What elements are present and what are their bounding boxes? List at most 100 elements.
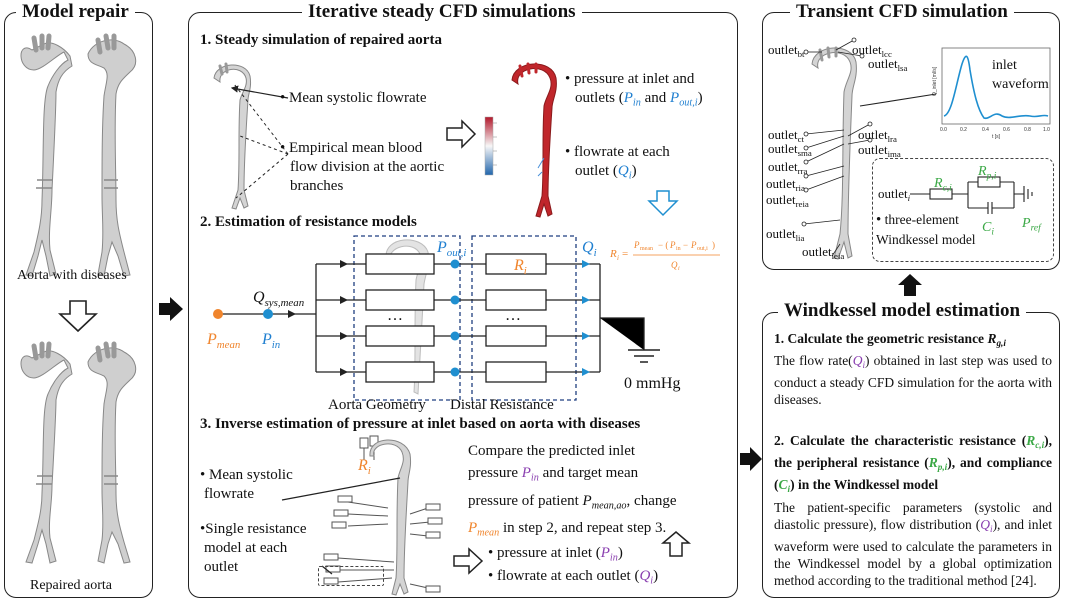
step1-out-pressure-l2-prefix: outlets ( — [575, 90, 624, 106]
x-tick-0: 0.0 — [940, 127, 947, 133]
resistance-circuit — [213, 235, 660, 401]
label-r-i: Ri — [514, 257, 527, 277]
wk-label-outlet-i: outleti — [878, 186, 911, 204]
outlet-label-bt: outletbt — [768, 42, 805, 60]
wk-p1-body-1: The flow rate( — [774, 353, 853, 369]
step3-heading: 3. Inverse estimation of pressure at inl… — [200, 416, 641, 432]
windkessel-circuit-box — [872, 158, 1054, 262]
step3-bullet-single: •Single resistance model at each outlet — [200, 521, 307, 575]
wk-p2-heading-1: 2. Calculate the characteristic resistan… — [774, 433, 1027, 448]
wk-p2-heading-4: ) in the Windkessel model — [790, 477, 939, 493]
wk-label-rc: Rc,i — [934, 176, 952, 194]
step3-compare-text: Compare the predicted inlet pressure Pin… — [468, 440, 677, 545]
outlet-label-lcc: outletlcc — [852, 42, 892, 60]
step1-out-pressure-suffix: ) — [697, 90, 703, 106]
step1-bullet-division: • Empirical mean blood flow division at … — [280, 140, 445, 194]
wk-label-c: Ci — [982, 220, 994, 238]
panel-title-windkessel: Windkessel model estimation — [778, 300, 1027, 322]
sym-p-in-step3: Pin — [521, 465, 539, 484]
svg-text:i: i — [617, 254, 619, 262]
step1-bullet-flowrate: • Mean systolic flowrate — [280, 90, 427, 106]
x-tick-1: 0.2 — [960, 127, 967, 133]
ellipsis-aorta: … — [387, 307, 403, 324]
outlet-label-ima: outletima — [858, 142, 901, 160]
label-repaired-aorta: Repaired aorta — [30, 578, 113, 593]
svg-text:P: P — [633, 240, 640, 250]
ellipsis-distal: … — [505, 307, 521, 324]
resistance-formula: R i = P mean − ( P in − P out,i ) Q i — [609, 240, 720, 272]
step1-bullet-flowrate-text: Mean systolic flowrate — [289, 90, 427, 106]
label-p-in: Pin — [262, 331, 281, 351]
outlet-label-sma: outletsma — [768, 141, 812, 159]
wk-p2-heading-3: ), and compliance ( — [774, 455, 1052, 493]
step3-outlet-highlight — [318, 566, 384, 586]
step1-division-l3: branches — [290, 178, 344, 194]
down-arrow-icon — [57, 300, 99, 333]
wk-bullet-l2: Windkessel model — [876, 232, 976, 247]
wk-bullet-model: • three-element Windkessel model — [876, 212, 976, 247]
label-0-mmhg: 0 mmHg — [624, 375, 681, 392]
up-arrow-to-transient-icon — [898, 274, 922, 296]
sym-q-i: Qi — [617, 163, 632, 182]
wk-p2-heading-2: ), the peripheral resistance ( — [774, 433, 1052, 471]
step3-compare-l3-suffix: , change — [626, 492, 677, 509]
outlet-label-rra: outletrra — [768, 159, 808, 177]
inlet-waveform-l2: waveform — [992, 77, 1049, 92]
panel-title-transient-cfd: Transient CFD simulation — [790, 1, 1014, 23]
step3-result-flow-prefix: flowrate at each outlet ( — [497, 568, 640, 584]
panel-windkessel — [762, 312, 1060, 598]
svg-text:=: = — [622, 248, 628, 260]
step3-flowrate-l1: Mean systolic — [209, 467, 293, 483]
step3-compare-l4-suffix: in step 2, and repeat step 3. — [499, 520, 667, 537]
outlet-label-ct: outletct — [768, 127, 804, 145]
svg-text:i: i — [678, 266, 680, 272]
wk-p2-body-2: ), and inlet waveform were used to calcu… — [774, 516, 1052, 588]
panel-steady-cfd — [188, 12, 738, 598]
wk-p1-heading: 1. Calculate the geometric resistance — [774, 331, 988, 346]
svg-text:−: − — [683, 240, 688, 250]
step3-pointer-lines — [281, 477, 401, 575]
outlet-label-reia: outletreia — [766, 192, 809, 210]
windkessel-step2: 2. Calculate the characteristic resistan… — [774, 433, 1052, 588]
label-r-i-step3: Ri — [358, 457, 371, 477]
y-axis-label: Q_inlet [ml/s] — [932, 66, 938, 96]
svg-text:P: P — [690, 240, 697, 250]
outlet-label-lsa: outletlsa — [868, 56, 908, 74]
label-q-i: Qi — [582, 239, 597, 259]
x-tick-3: 0.6 — [1003, 127, 1010, 133]
panel-title-steady-cfd: Iterative steady CFD simulations — [302, 1, 582, 23]
sym-p-in-result: Pin — [600, 545, 618, 564]
windkessel-circuit — [910, 176, 1033, 214]
step1-out-flow-prefix: outlet ( — [575, 163, 618, 179]
wk-label-pref: Pref — [1022, 216, 1041, 234]
step3-compare-l2-prefix: pressure — [468, 465, 522, 481]
label-q-sys-mean: Qsys,mean — [253, 289, 305, 309]
x-tick-4: 0.8 — [1024, 127, 1031, 133]
step1-division-l2: flow division at the aortic — [290, 159, 445, 175]
label-p-mean: Pmean — [207, 331, 241, 351]
windkessel-step1: 1. Calculate the geometric resistance Rg… — [774, 331, 1052, 408]
label-aorta-geometry: Aorta Geometry — [328, 397, 426, 413]
step3-result-pressure: • pressure at inlet (Pin) — [488, 545, 623, 564]
x-tick-2: 0.4 — [982, 127, 989, 133]
svg-text:P: P — [669, 240, 676, 250]
sym-p-out: Pout,i — [670, 90, 698, 109]
svg-text:− (: − ( — [658, 240, 668, 250]
outlet-label-lra: outletlra — [858, 127, 897, 145]
blue-down-arrow-icon — [647, 190, 679, 217]
hollow-right-arrow-step3-icon — [453, 547, 484, 575]
step3-result-flow-suffix: ) — [653, 568, 659, 584]
aorta-pressure-result — [511, 62, 557, 218]
aorta-step1-model — [213, 62, 252, 210]
step3-result-pressure-prefix: pressure at inlet ( — [497, 545, 601, 561]
step3-single-l1: Single resistance — [205, 521, 307, 537]
svg-text:Q: Q — [671, 260, 678, 270]
outlet-label-ria: outletria — [766, 176, 805, 194]
outlet-label-lia: outletlia — [766, 226, 805, 244]
inlet-waveform-l1: inlet — [992, 58, 1017, 73]
step1-out-pressure-l1: pressure at inlet and — [574, 71, 695, 87]
step1-output-flow: • flowrate at each outlet (Qi) — [565, 144, 670, 182]
step3-flowrate-l2: flowrate — [204, 486, 254, 502]
step3-compare-l3-prefix: pressure of patient — [468, 492, 583, 509]
hollow-right-arrow-icon — [446, 119, 477, 149]
